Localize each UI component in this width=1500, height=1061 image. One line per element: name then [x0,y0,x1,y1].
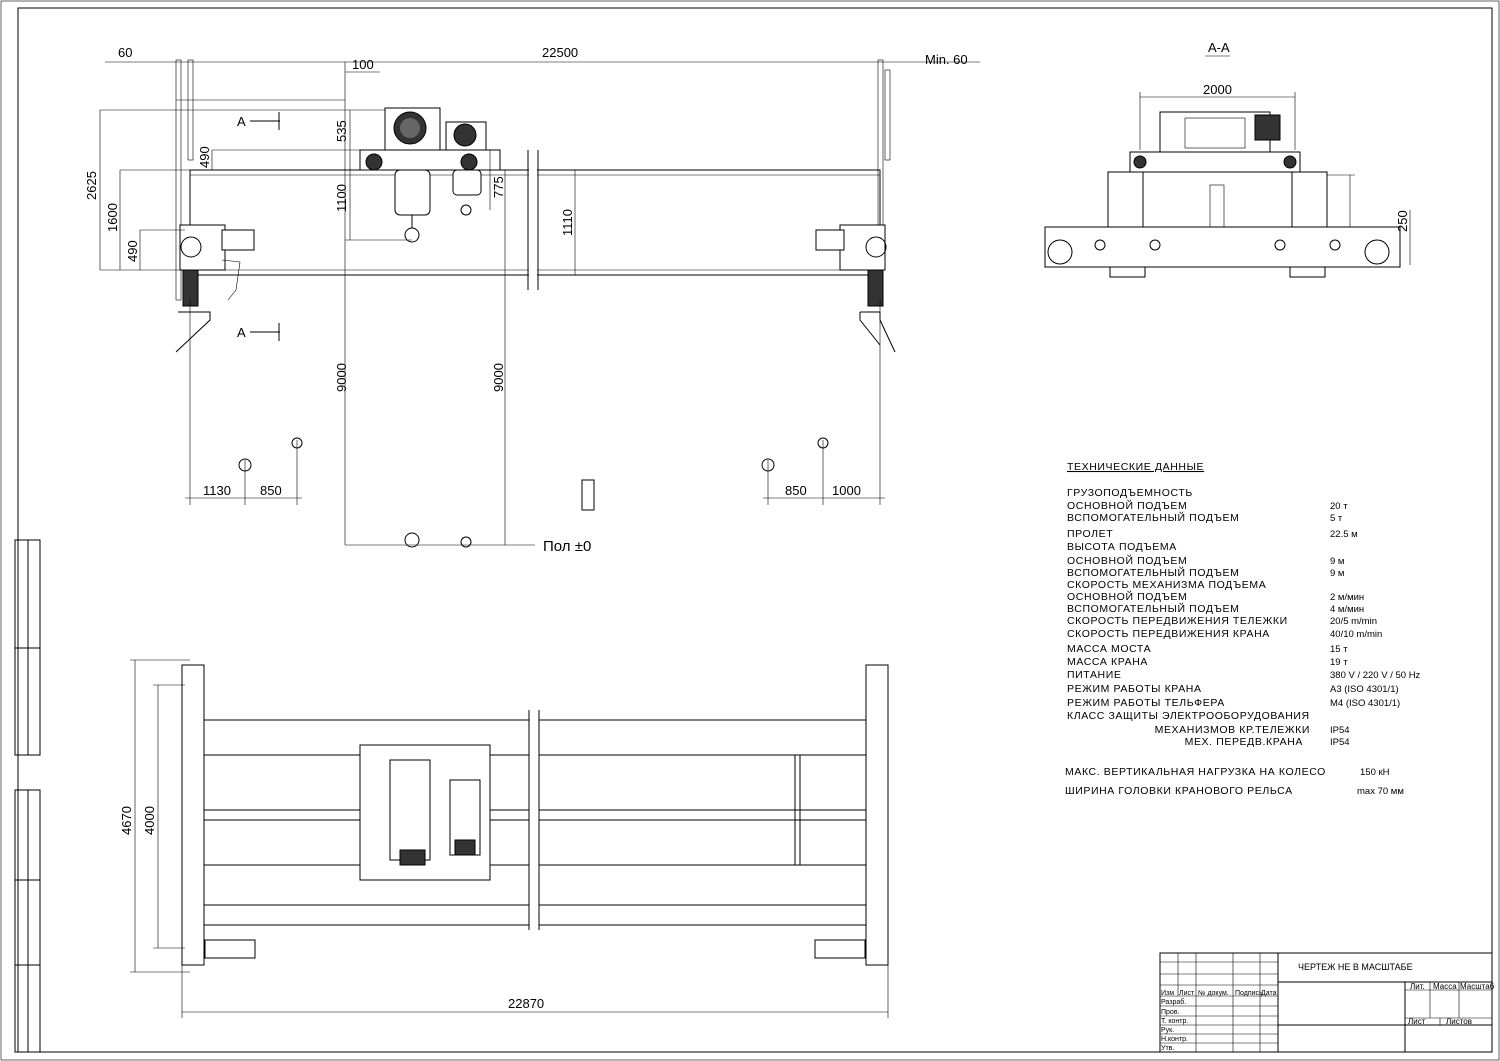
tech-data-value: 40/10 m/min [1330,629,1382,640]
tech-data-value: IP54 [1330,737,1350,748]
title-block-role: Н.контр. [1161,1036,1188,1043]
dim-490-top: 490 [197,146,212,168]
title-block-column-header: Лист [1179,990,1195,997]
dim-850-left: 850 [260,483,282,498]
tech-data-label: СКОРОСТЬ ПЕРЕДВИЖЕНИЯ ТЕЛЕЖКИ [1067,615,1288,627]
plan-view: 4670 4000 22870 [119,659,889,1018]
dim-1600: 1600 [105,203,120,232]
dim-22870: 22870 [508,996,544,1011]
tech-data-title: ТЕХНИЧЕСКИЕ ДАННЫЕ [1067,461,1204,473]
title-block-column-header: № докум. [1198,990,1229,997]
title-block-role: Пров. [1161,1009,1180,1016]
dim-1110: 1110 [560,209,575,236]
tech-data-label: КЛАСС ЗАЩИТЫ ЭЛЕКТРООБОРУДОВАНИЯ [1067,710,1310,722]
tech-data-label: РЕЖИМ РАБОТЫ КРАНА [1067,683,1202,695]
sheet-label: Лист [1408,1017,1426,1026]
technical-data: ТЕХНИЧЕСКИЕ ДАННЫЕГРУЗОПОДЪЕМНОСТЬОСНОВН… [1065,461,1421,797]
tech-data-value: 2 м/мин [1330,592,1364,603]
tech-data-value: 5 т [1330,513,1343,524]
tech-data-value: M4 (ISO 4301/1) [1330,698,1400,709]
title-block-column-header: Дата [1261,990,1277,997]
dim-span: 22500 [542,45,578,60]
tech-data-label: ВСПОМОГАТЕЛЬНЫЙ ПОДЪЕМ [1067,566,1239,579]
dim-250: 250 [1395,210,1410,232]
section-view-a-a: A-A 2000 250 [1044,40,1411,278]
tech-data-value: 9 м [1330,568,1344,579]
tech-data-label: ВЫСОТА ПОДЪЕМА [1067,541,1177,553]
tech-data-value: 380 V / 220 V / 50 Hz [1330,670,1421,681]
section-title: A-A [1208,40,1230,55]
title-block-role: Разраб. [1161,998,1186,1006]
tech-data-value: A3 (ISO 4301/1) [1330,684,1399,695]
tech-data-value: 4 м/мин [1330,604,1364,615]
tech-data-label: МЕХАНИЗМОВ КР.ТЕЛЕЖКИ [1155,724,1310,736]
dim-4000: 4000 [142,806,157,835]
tech-data-label: РЕЖИМ РАБОТЫ ТЕЛЬФЕРА [1067,697,1225,709]
tech-data-value: IP54 [1330,725,1350,736]
dim-2625: 2625 [84,171,99,200]
tech-data-value: 9 м [1330,556,1344,567]
tech-data-value: 20/5 m/min [1330,616,1377,627]
dim-right-gap: Min. 60 [925,52,968,67]
elevation-view: A A 60 22500 Min. 60 100 2625 1600 490 4… [84,45,980,555]
dim-9000-left: 9000 [334,363,349,392]
dim-775: 775 [491,176,506,198]
tech-data-label: МЕХ. ПЕРЕДВ.КРАНА [1185,736,1303,748]
pendant-control-icon [581,479,595,511]
dim-490-bottom: 490 [125,240,140,262]
dim-1000: 1000 [832,483,861,498]
title-block-column-header: Изм [1161,990,1174,997]
tech-data-value: 22.5 м [1330,529,1358,540]
section-mark-bottom: A [237,325,246,340]
mass-label: Масса [1433,982,1457,991]
lit-label: Лит. [1410,982,1425,991]
sheet-frame [17,7,1493,1053]
dim-9000-right: 9000 [491,363,506,392]
tech-data-label: ОСНОВНОЙ ПОДЪЕМ [1067,554,1187,567]
tech-data-label: МАССА МОСТА [1067,643,1151,655]
tech-data-label: ПИТАНИЕ [1067,669,1122,681]
title-block-role: Т. контр. [1161,1018,1188,1025]
tech-data-label: СКОРОСТЬ ПЕРЕДВИЖЕНИЯ КРАНА [1067,628,1270,640]
tech-data-label: ГРУЗОПОДЪЕМНОСТЬ [1067,487,1193,499]
dim-1100: 1100 [334,184,349,212]
tech-data-value: 20 т [1330,501,1348,512]
tech-data-label: СКОРОСТЬ МЕХАНИЗМА ПОДЪЕМА [1067,579,1266,591]
wheel-load-label: МАКС. ВЕРТИКАЛЬНАЯ НАГРУЗКА НА КОЛЕСО [1065,766,1326,778]
title-block-role: Утв. [1161,1045,1174,1052]
dim-535: 535 [334,120,349,142]
tech-data-label: ОСНОВНОЙ ПОДЪЕМ [1067,590,1187,603]
tech-data-label: МАССА КРАНА [1067,656,1148,668]
tech-data-label: ВСПОМОГАТЕЛЬНЫЙ ПОДЪЕМ [1067,602,1239,615]
left-margin-strips [14,539,41,1053]
tech-data-label: ОСНОВНОЙ ПОДЪЕМ [1067,499,1187,512]
tech-data-label: ПРОЛЕТ [1067,528,1113,540]
scale-label: Масштаб [1460,982,1495,991]
rail-width-value: max 70 мм [1357,786,1404,797]
tech-data-value: 19 т [1330,657,1348,668]
section-mark-top: A [237,114,246,129]
tech-data-value: 15 т [1330,644,1348,655]
dim-850-right: 850 [785,483,807,498]
rail-width-label: ШИРИНА ГОЛОВКИ КРАНОВОГО РЕЛЬСА [1065,785,1293,797]
dim-offset: 100 [352,57,374,72]
tech-data-label: ВСПОМОГАТЕЛЬНЫЙ ПОДЪЕМ [1067,511,1239,524]
dim-2000: 2000 [1203,82,1232,97]
sheets-label: Листов [1446,1017,1472,1026]
dim-left-gap: 60 [118,45,132,60]
dim-4670: 4670 [119,806,134,835]
floor-level-label: Пол ±0 [543,538,591,555]
wheel-load-value: 150 кН [1360,767,1390,778]
title-block-role: Рук. [1161,1027,1174,1034]
not-to-scale-note: ЧЕРТЕЖ НЕ В МАСШТАБЕ [1298,962,1413,972]
title-block-column-header: Подпись [1235,990,1263,997]
dim-1130: 1130 [203,483,231,498]
